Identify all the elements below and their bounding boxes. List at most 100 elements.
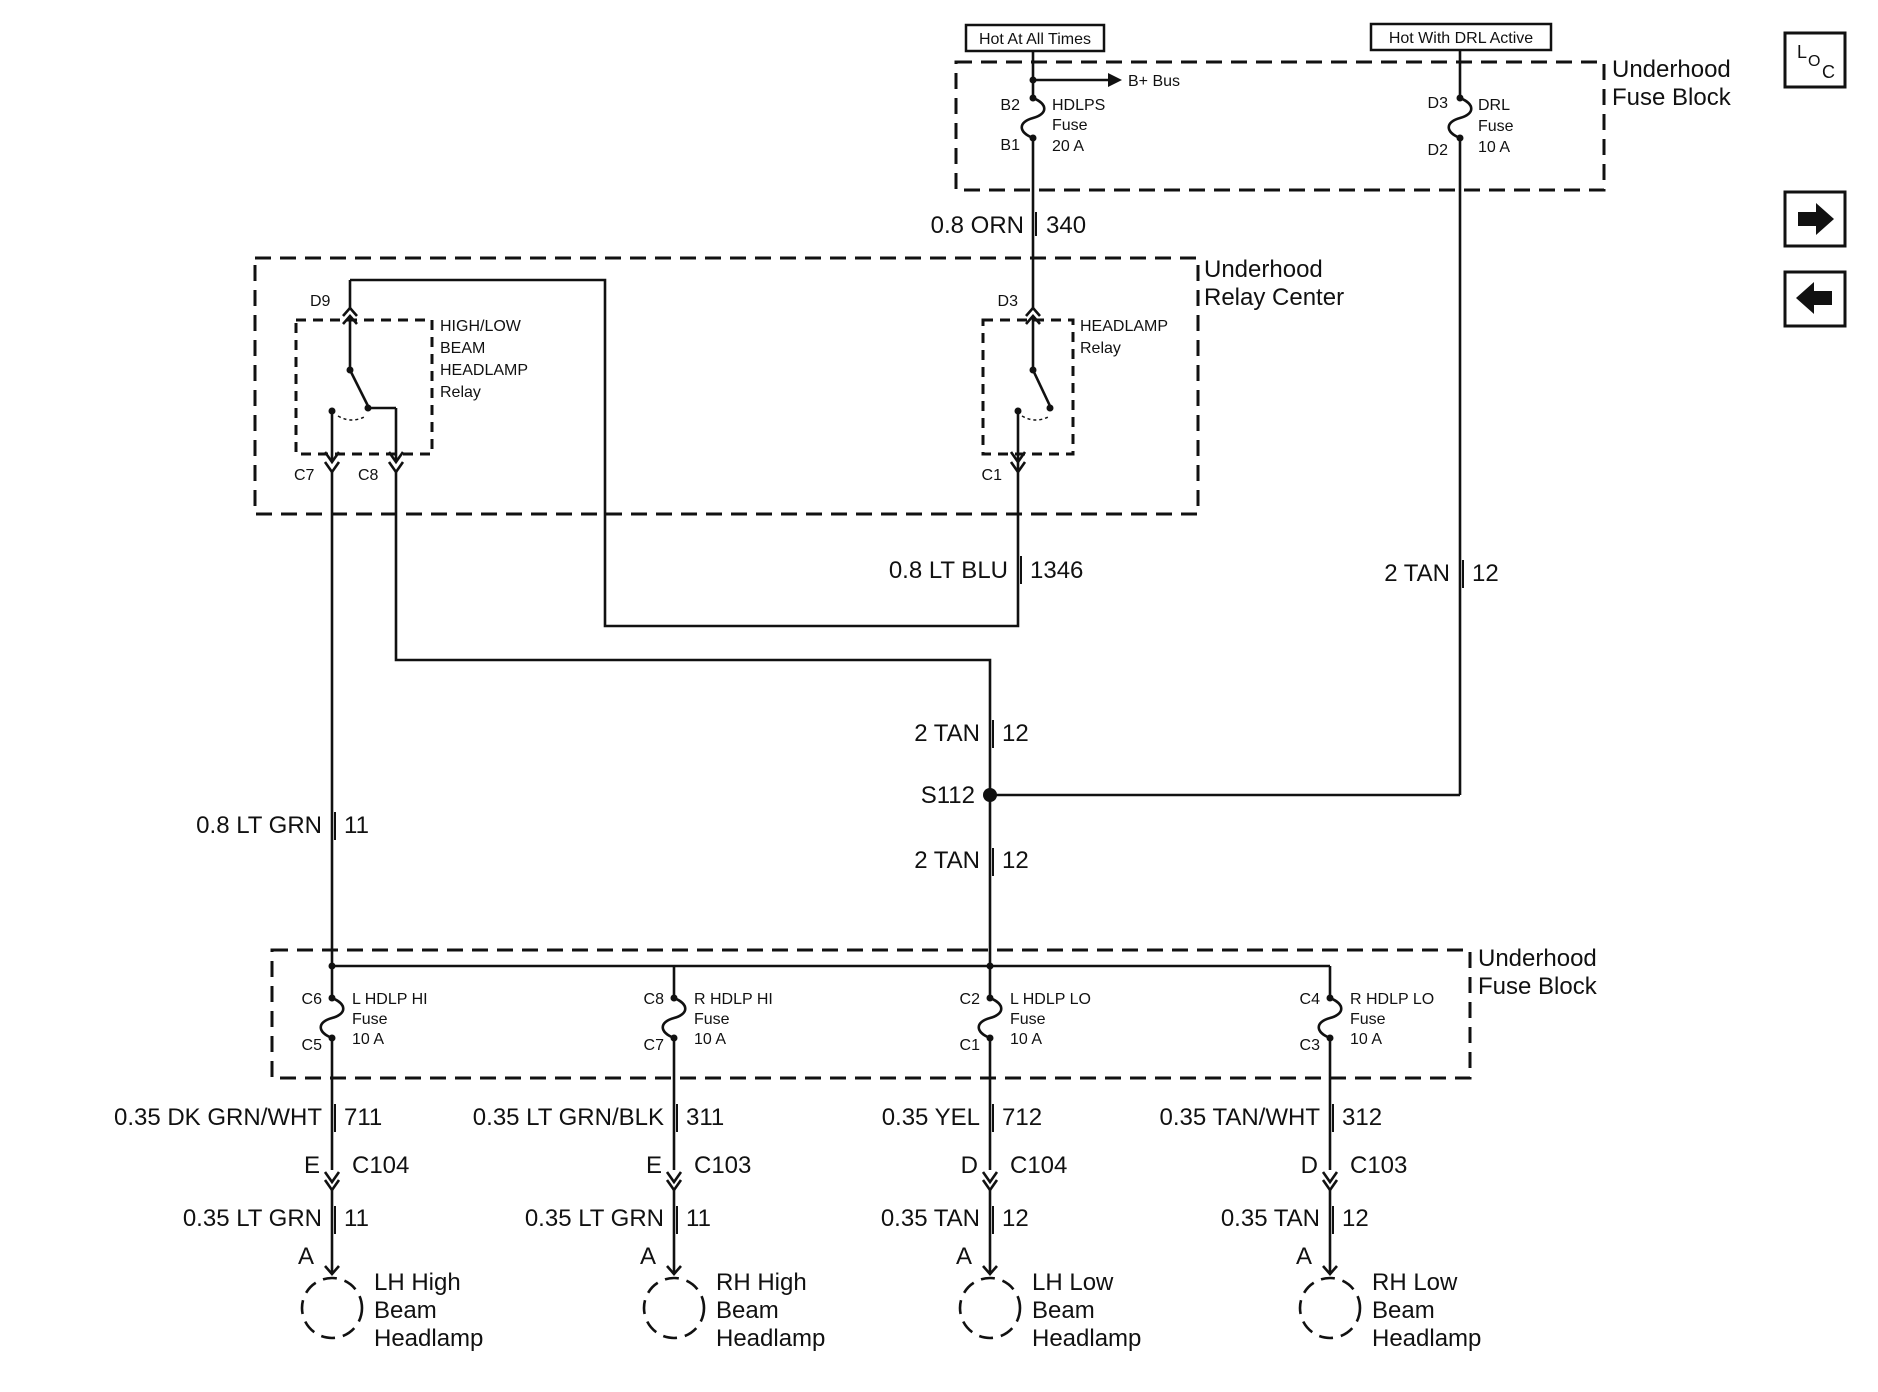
hdlps-fuse-icon	[1020, 96, 1046, 140]
arrow-right-icon	[1798, 203, 1834, 235]
loc-letter: O	[1808, 53, 1820, 70]
connector-pin: E	[304, 1152, 320, 1179]
lamp-pin: A	[298, 1243, 314, 1270]
fuse-label: 10 A	[1010, 1031, 1042, 1048]
lamp-label: RH Low	[1372, 1269, 1458, 1296]
back-button[interactable]	[1783, 270, 1847, 328]
wire-gauge: 0.35 DK GRN/WHT	[114, 1104, 322, 1131]
wire-gauge: 2 TAN	[914, 720, 980, 747]
lamp-label: RH High	[716, 1269, 807, 1296]
lamp-label: LH High	[374, 1269, 461, 1296]
pin-label: B1	[1000, 137, 1020, 154]
wire-circuit: 12	[1002, 720, 1029, 747]
forward-button[interactable]	[1783, 190, 1847, 248]
headlamp-icon	[300, 1276, 364, 1340]
lamp-label: Headlamp	[716, 1325, 825, 1352]
fuse-label: DRL	[1478, 97, 1510, 114]
fuse-icon	[661, 996, 687, 1040]
source-hot-all-times: Hot At All Times	[964, 23, 1106, 53]
wire-gauge: 0.35 YEL	[882, 1104, 980, 1131]
lamp-label: Headlamp	[374, 1325, 483, 1352]
fuse-label: Fuse	[1052, 117, 1088, 134]
wire-circuit: 1346	[1030, 557, 1083, 584]
pin-label: C8	[358, 467, 379, 484]
relay-label: HEADLAMP	[1080, 318, 1168, 335]
lamp-label: LH Low	[1032, 1269, 1114, 1296]
fuse-label: 10 A	[694, 1031, 726, 1048]
fuse-label: HDLPS	[1052, 97, 1105, 114]
pin-label: D9	[310, 293, 331, 310]
wire-circuit: 12	[1002, 1205, 1029, 1232]
relay-label: BEAM	[440, 340, 485, 357]
wire-circuit: 12	[1472, 560, 1499, 587]
pin-label: C7	[644, 1037, 665, 1054]
pin-label: C7	[294, 467, 315, 484]
lamp-label: Beam	[1032, 1297, 1095, 1324]
wire-circuit: 711	[344, 1104, 382, 1131]
lamp-label: Headlamp	[1032, 1325, 1141, 1352]
pin-label: B2	[1000, 97, 1020, 114]
fuse-icon	[1317, 996, 1343, 1040]
block-title: Underhood	[1478, 945, 1597, 972]
lamp-pin: A	[640, 1243, 656, 1270]
fuse-label: L HDLP LO	[1010, 991, 1091, 1008]
wire-gauge: 0.8 LT GRN	[196, 812, 322, 839]
headlamp-icon	[642, 1276, 706, 1340]
wire-gauge: 0.8 LT BLU	[889, 557, 1008, 584]
high-low-beam-relay: D9 C7 C8 HIGH/LOW BEAM HEADLAMP Relay	[294, 280, 528, 484]
wire-gauge: 0.35 TAN	[881, 1205, 980, 1232]
drl-fuse-icon	[1447, 96, 1473, 140]
wire-circuit: 340	[1046, 212, 1086, 239]
wire-circuit: 12	[1342, 1205, 1369, 1232]
source-hot-drl: Hot With DRL Active	[1369, 22, 1553, 52]
connector-pin: D	[961, 1152, 978, 1179]
lamp-label: Beam	[374, 1297, 437, 1324]
block-title: Fuse Block	[1478, 973, 1598, 1000]
wire-circuit: 11	[344, 812, 369, 839]
wire-circuit: 311	[686, 1104, 724, 1131]
wire-gauge: 0.35 LT GRN	[525, 1205, 664, 1232]
fuse-icon	[977, 996, 1003, 1040]
connector-label: C104	[352, 1152, 409, 1179]
lamp-label: Beam	[1372, 1297, 1435, 1324]
pin-label: C2	[960, 991, 981, 1008]
wire-gauge: 0.35 LT GRN	[183, 1205, 322, 1232]
source-label: Hot With DRL Active	[1389, 30, 1533, 47]
connector-label: C103	[1350, 1152, 1407, 1179]
relay-switch-icon	[1031, 369, 1052, 407]
fuse-block-top: Underhood Fuse Block B+ Bus B2 B1 HDLPS …	[954, 50, 1732, 192]
loc-letter: C	[1822, 62, 1835, 82]
pin-label: D3	[998, 293, 1019, 310]
wire-gauge: 0.35 TAN	[1221, 1205, 1320, 1232]
headlamp-icon	[958, 1276, 1022, 1340]
connector-label: C103	[694, 1152, 751, 1179]
wire-circuit: 11	[344, 1205, 369, 1232]
wire-circuit: 11	[686, 1205, 711, 1232]
fuse-label: R HDLP LO	[1350, 991, 1434, 1008]
pin-label: C5	[302, 1037, 323, 1054]
loc-letter: L	[1797, 42, 1807, 62]
location-button[interactable]: L O C	[1783, 31, 1847, 89]
fuse-label: 10 A	[1350, 1031, 1382, 1048]
lamp-label: Headlamp	[1372, 1325, 1481, 1352]
wire-gauge: 0.8 ORN	[931, 212, 1024, 239]
source-label: Hot At All Times	[979, 31, 1091, 48]
lamp-label: Beam	[716, 1297, 779, 1324]
wire-circuit: 712	[1002, 1104, 1042, 1131]
block-title: Underhood	[1204, 256, 1323, 283]
fuse-label: Fuse	[1350, 1011, 1386, 1028]
wire-circuit: 12	[1002, 847, 1029, 874]
relay-label: HIGH/LOW	[440, 318, 522, 335]
block-title: Underhood	[1612, 56, 1731, 83]
fuse-label: R HDLP HI	[694, 991, 773, 1008]
wire-circuit: 312	[1342, 1104, 1382, 1131]
fuse-label: 20 A	[1052, 138, 1084, 155]
block-title: Fuse Block	[1612, 84, 1732, 111]
b-bus-label: B+ Bus	[1128, 73, 1180, 90]
